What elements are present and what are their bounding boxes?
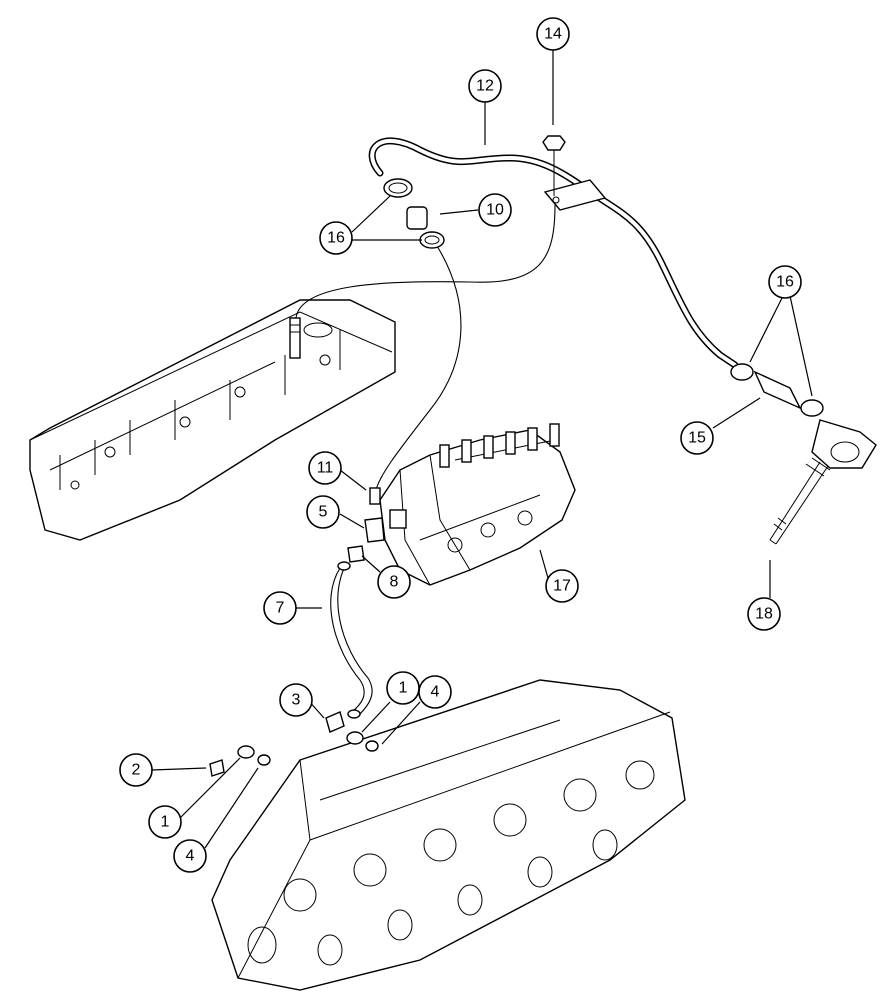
callout-11-label: 11 (317, 460, 334, 477)
callout-4-upper-label: 4 (431, 684, 440, 701)
oil-tube-assembly (368, 135, 739, 369)
callout-16-upper-label: 16 (327, 230, 345, 247)
lower-hose-and-actuator (730, 363, 877, 545)
callout-12: 12 (468, 69, 502, 103)
callout-1-upper: 1 (386, 671, 420, 705)
callout-8-label: 8 (390, 574, 399, 591)
callout-2: 2 (119, 753, 153, 787)
callout-1-lower: 1 (148, 805, 182, 839)
callout-18-label: 18 (755, 606, 773, 623)
callout-3-label: 3 (292, 692, 301, 709)
callout-17: 17 (545, 569, 579, 603)
callout-5: 5 (306, 495, 340, 529)
valve-cover (29, 299, 396, 541)
callout-4-lower: 4 (173, 839, 207, 873)
callout-1-upper-label: 1 (399, 680, 408, 697)
callout-17-label: 17 (553, 578, 571, 595)
callout-2-label: 2 (132, 762, 141, 779)
callout-18: 18 (747, 597, 781, 631)
callout-15: 15 (680, 421, 714, 455)
callout-15-label: 15 (688, 430, 706, 447)
head-fittings (209, 711, 379, 777)
callout-1-lower-label: 1 (161, 814, 170, 831)
callout-3: 3 (279, 683, 313, 717)
breather-hoses (295, 204, 556, 491)
callout-11: 11 (308, 451, 342, 485)
callout-7: 7 (263, 591, 297, 625)
callout-8: 8 (377, 565, 411, 599)
injection-pump (379, 423, 576, 586)
callout-4-lower-label: 4 (186, 848, 195, 865)
callout-10: 10 (478, 193, 512, 227)
callout-5-label: 5 (319, 504, 328, 521)
callout-16-upper: 16 (319, 221, 353, 255)
callout-14-label: 14 (544, 26, 562, 43)
callout-12-label: 12 (476, 78, 494, 95)
cylinder-head (211, 679, 686, 991)
callout-7-label: 7 (276, 600, 285, 617)
oil-line (330, 561, 373, 719)
leader-lines (151, 50, 813, 849)
callout-4-upper: 4 (418, 675, 452, 709)
pump-fittings (347, 487, 385, 563)
callout-10-label: 10 (486, 202, 504, 219)
callout-16-lower: 16 (768, 265, 802, 299)
callout-14: 14 (536, 17, 570, 51)
callout-16-lower-label: 16 (776, 274, 794, 291)
upper-hose-clamps (383, 178, 445, 249)
